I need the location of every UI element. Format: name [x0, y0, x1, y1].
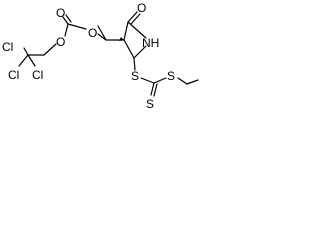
- atom-cl-right: Cl: [32, 68, 43, 82]
- atom-s-thioether: S: [131, 69, 139, 83]
- atom-o-carbonate-right: O: [88, 26, 97, 40]
- bond-carbonate-c-o-double-2: [65, 14, 72, 23]
- bond-c4-s: [133, 57, 136, 71]
- bond-s-ch2: [177, 77, 188, 85]
- atom-o-carbonate-left: O: [56, 35, 65, 49]
- atom-s-thioester: S: [167, 69, 175, 83]
- atom-cl-left: Cl: [8, 68, 19, 82]
- bond-o-ch: [97, 33, 107, 41]
- bond-lactam-c-o-double-1: [127, 11, 138, 23]
- bond-o-ch2: [43, 43, 57, 56]
- bond-carbonate-c-o-left: [64, 23, 69, 37]
- bond-cthio-s: [153, 77, 167, 84]
- atom-label-layer: O NH O O O Cl Cl Cl S S S: [2, 1, 175, 111]
- atom-n-lactam: NH: [142, 36, 159, 50]
- atom-o-lactam-carbonyl: O: [137, 1, 146, 15]
- atom-o-carbonate-carbonyl: O: [56, 6, 65, 20]
- bond-carbonate-c-o-double-1: [62, 16, 69, 25]
- bond-c-s-double-1: [150, 82, 155, 96]
- bond-ring-c4-c3: [123, 39, 135, 59]
- wedge-bond-c3: [119, 37, 124, 41]
- bond-s-cthio: [140, 77, 155, 84]
- bond-ch-methyl: [97, 25, 107, 41]
- bond-c-s-double-2: [153, 83, 158, 97]
- bond-carbonate-c-o-right: [67, 23, 87, 30]
- atom-s-thione: S: [146, 97, 154, 111]
- atom-cl-top: Cl: [2, 40, 13, 54]
- bond-layer: [18, 11, 199, 97]
- bond-c-cl-top: [23, 47, 29, 56]
- bond-lactam-c-o-double-2: [130, 13, 141, 25]
- bond-ring-n-c4: [133, 45, 147, 59]
- bond-ring-c2-n: [127, 21, 147, 39]
- bond-c-cl-left: [18, 54, 29, 67]
- chemical-structure-diagram: O NH O O O Cl Cl Cl S S S: [2, 1, 199, 111]
- bond-c-cl-right: [27, 54, 36, 67]
- bond-ring-c3-c2: [123, 21, 129, 41]
- bond-ch2-ch3: [186, 79, 199, 85]
